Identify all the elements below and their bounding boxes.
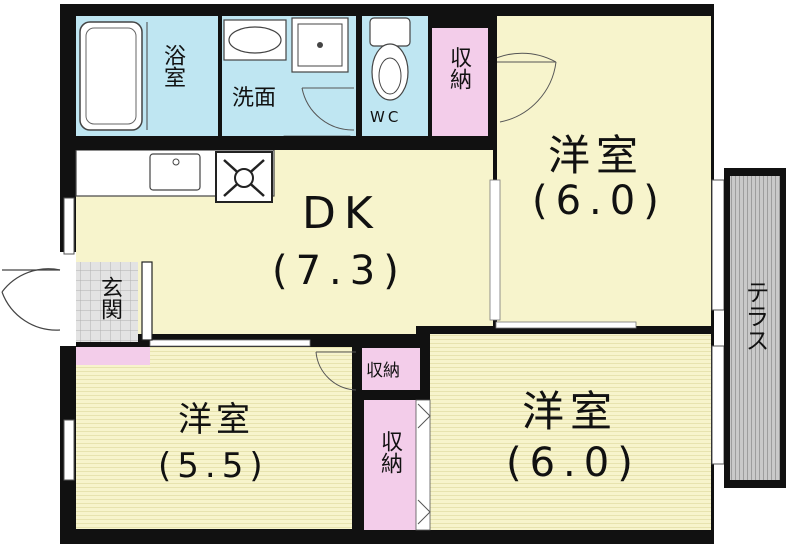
terrace-label: テラス	[741, 280, 769, 352]
storage-bottom-label: 収納	[377, 430, 402, 474]
storage-middle-label: 収納	[366, 361, 400, 381]
dk-label: DK	[302, 188, 381, 239]
western-sw-size: (5.5)	[158, 446, 269, 486]
terrace-floor	[730, 176, 780, 480]
bathtub-icon	[79, 21, 143, 131]
toilet-label: WC	[370, 108, 402, 126]
entrance-door-swing	[1, 268, 61, 293]
storage-top-floor	[432, 28, 488, 136]
western-se-size: (6.0)	[506, 440, 641, 486]
western-sw-door-swing	[315, 351, 357, 391]
room-western-ne-floor	[497, 16, 711, 326]
entrance-floor	[76, 262, 138, 342]
western-ne-label: 洋室	[548, 131, 645, 180]
western-sw-label: 洋室	[178, 400, 254, 440]
bath-label: 浴室	[160, 44, 185, 88]
storage-top-label: 収納	[446, 46, 471, 90]
storage-middle-floor	[362, 348, 420, 390]
storage-bottom-floor	[364, 400, 416, 530]
entrance-label: 玄関	[97, 276, 122, 320]
sink-icon	[149, 153, 201, 191]
room-western-se-floor	[430, 334, 711, 530]
western-ne-door-swing	[499, 61, 557, 123]
shoe-storage	[76, 347, 150, 365]
dk-size: (7.3)	[272, 248, 407, 294]
washroom-door-swing	[301, 87, 355, 131]
western-se-label: 洋室	[522, 387, 619, 436]
western-ne-size: (6.0)	[532, 178, 667, 224]
washroom-label: 洗面	[232, 86, 277, 111]
room-western-sw-floor	[76, 347, 352, 529]
